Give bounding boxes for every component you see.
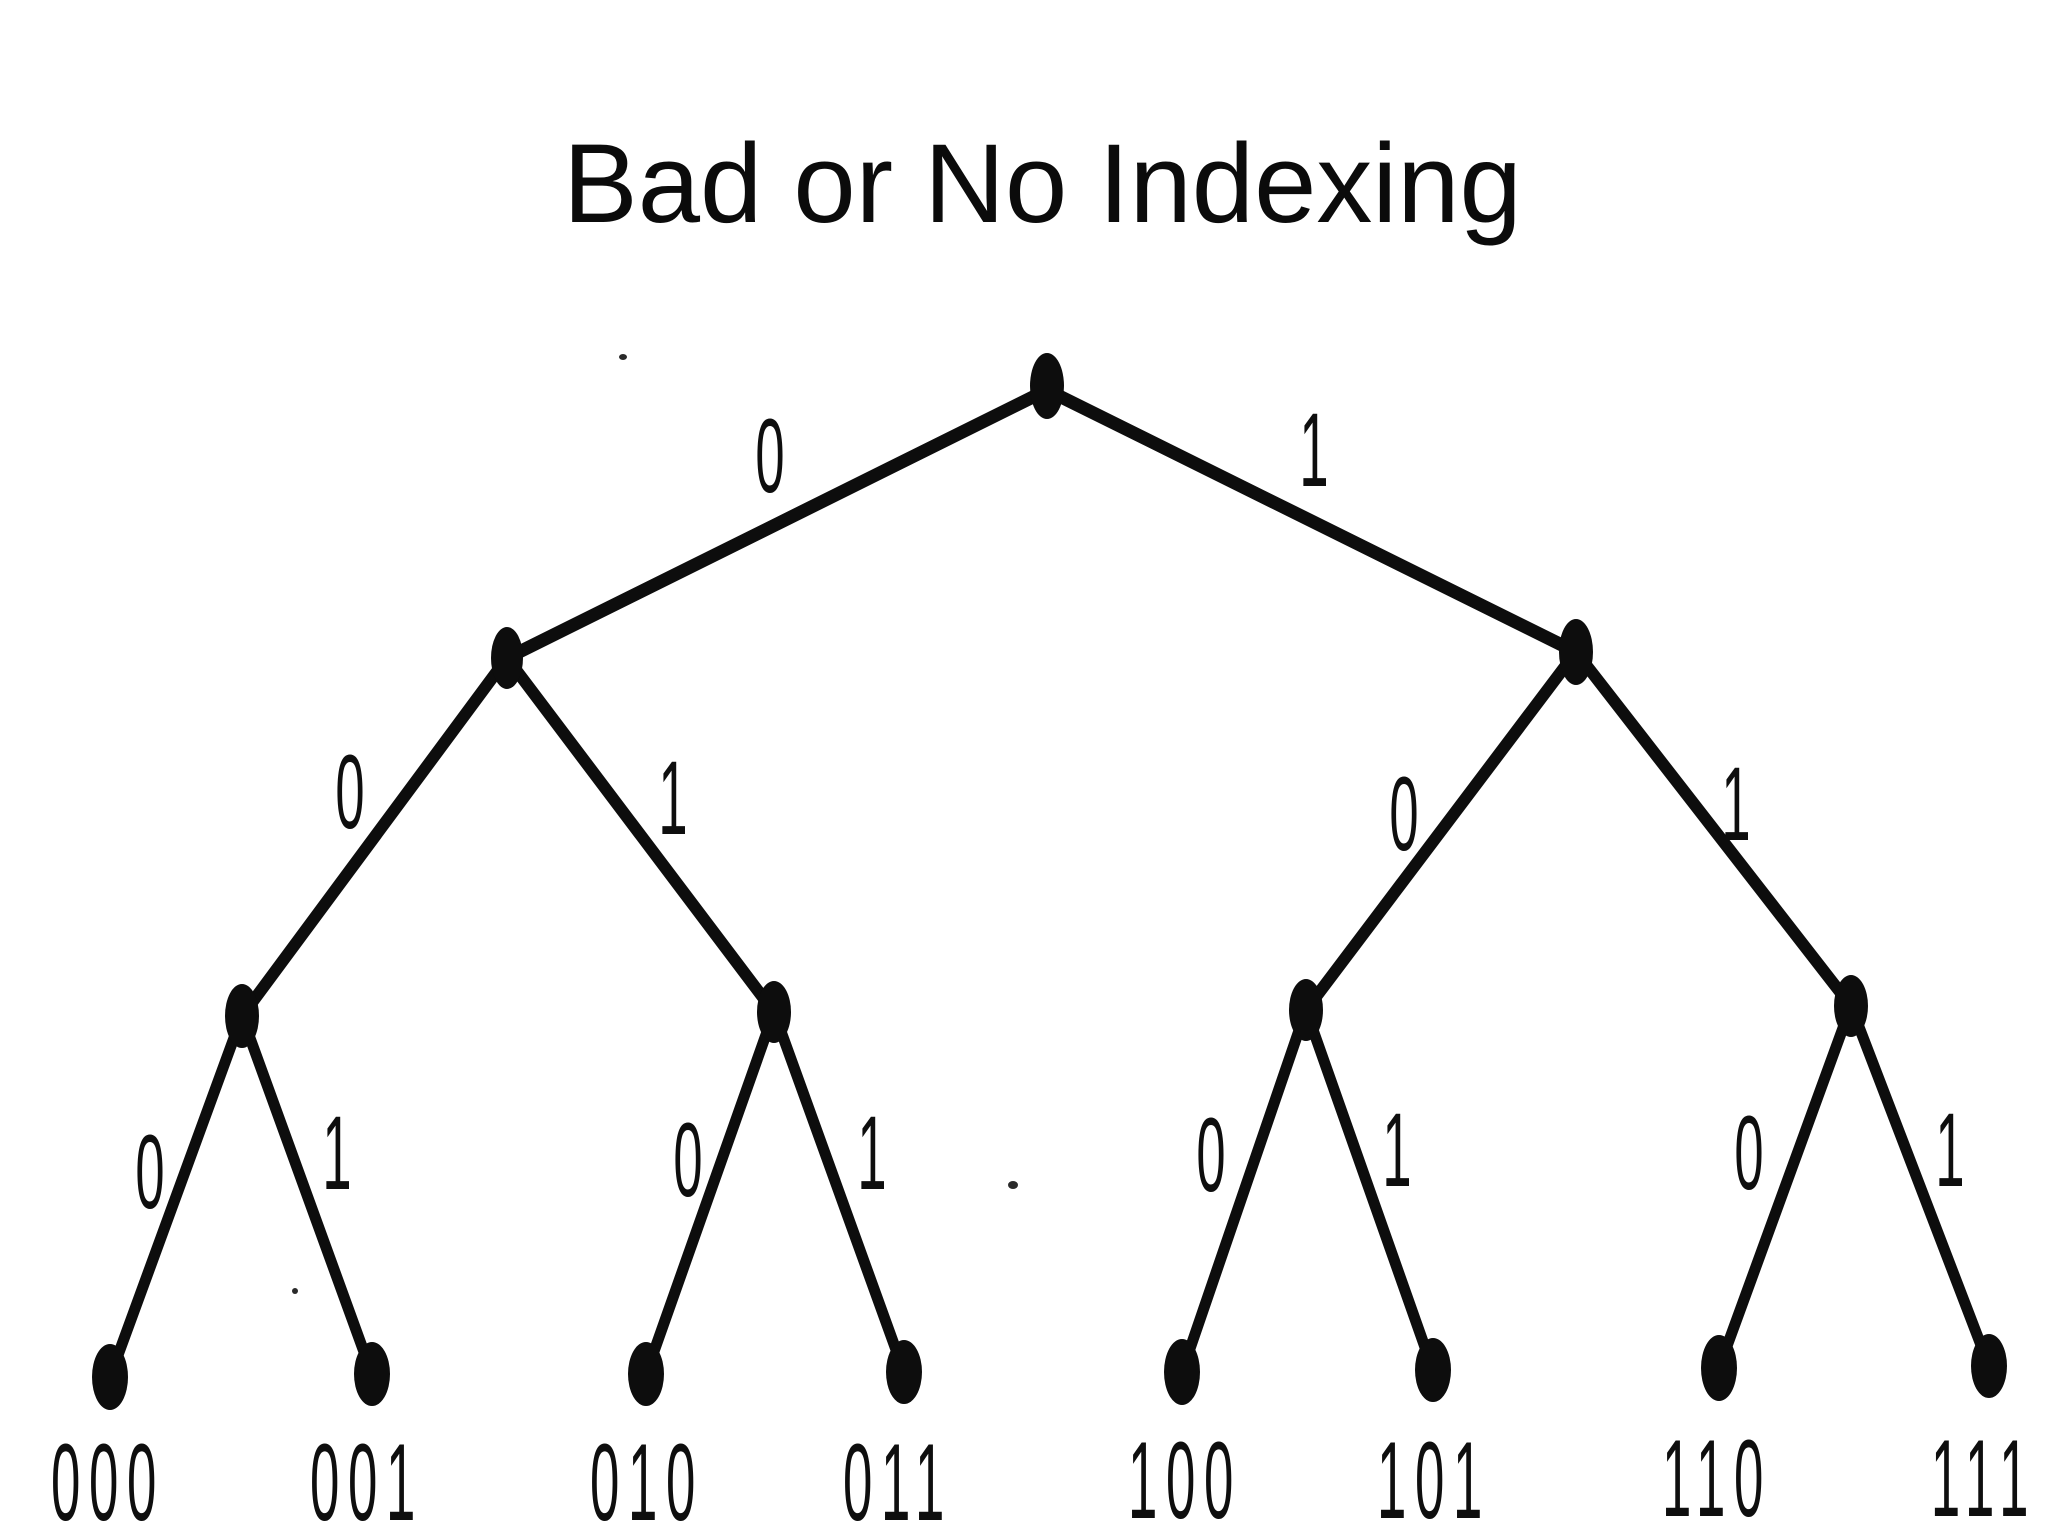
tree-node-10 (1289, 979, 1323, 1041)
edge-label-00-left: 0 (135, 1113, 164, 1231)
edge-label-0-left: 0 (335, 733, 364, 851)
edge-label-01-right: 1 (857, 1094, 886, 1212)
edge-label-00-right: 1 (322, 1094, 351, 1212)
edge-label-1-right: 1 (1721, 745, 1750, 863)
edge-label-root-left: 0 (755, 397, 784, 515)
edge-label-10-left: 0 (1196, 1096, 1225, 1214)
leaf-label-001: 001 (310, 1422, 424, 1535)
tree-node-01 (757, 981, 791, 1043)
edge-00-right (236, 1010, 378, 1380)
leaf-labels: 000 001 010 011 100 101 110 111 (51, 1418, 2037, 1535)
edge-0-right (501, 652, 780, 1018)
tree-node-1 (1559, 619, 1593, 685)
edge-root-left (500, 383, 1054, 665)
edge-labels: 0 1 0 1 0 1 0 1 0 1 0 1 0 1 (135, 391, 1964, 1231)
edge-root-right (1040, 383, 1583, 659)
edge-label-11-right: 1 (1935, 1091, 1964, 1209)
edge-00-left (104, 1010, 248, 1383)
scan-speck (1008, 1181, 1018, 1189)
edge-label-01-left: 0 (673, 1101, 702, 1219)
tree-leaf-node-010 (628, 1342, 664, 1406)
leaf-label-111: 111 (1931, 1418, 2037, 1535)
tree-node-root (1030, 353, 1064, 419)
tree-node-11 (1834, 975, 1868, 1037)
edge-label-0-right: 1 (658, 739, 687, 857)
edge-label-root-right: 1 (1299, 391, 1328, 509)
leaf-label-010: 010 (590, 1422, 704, 1535)
leaf-label-101: 101 (1377, 1420, 1491, 1535)
edge-label-10-right: 1 (1382, 1091, 1411, 1209)
tree-leaf-node-001 (354, 1342, 390, 1406)
edge-01-right (768, 1006, 910, 1378)
edge-01-left (640, 1006, 780, 1380)
tree-leaf-node-110 (1701, 1335, 1737, 1401)
edge-10-left (1176, 1004, 1312, 1378)
scan-artifacts (292, 354, 1018, 1294)
edge-0-left (236, 652, 513, 1022)
leaf-label-100: 100 (1128, 1420, 1242, 1535)
edge-11-left (1713, 1000, 1857, 1374)
tree-leaf-node-100 (1164, 1339, 1200, 1405)
leaf-label-000: 000 (51, 1422, 165, 1535)
edge-11-right (1845, 1000, 1995, 1372)
leaf-label-011: 011 (843, 1422, 953, 1535)
tree-node-0 (491, 627, 523, 689)
edge-label-11-left: 0 (1734, 1094, 1763, 1212)
edge-1-left (1300, 646, 1582, 1016)
scan-speck (292, 1288, 298, 1294)
leaf-label-110: 110 (1662, 1418, 1772, 1535)
edge-10-right (1300, 1004, 1439, 1376)
tree-nodes (92, 353, 2007, 1410)
tree-node-00 (225, 984, 259, 1048)
tree-leaf-node-000 (92, 1344, 128, 1410)
edge-1-right (1570, 646, 1857, 1012)
diagram-title: Bad or No Indexing (563, 121, 1522, 246)
edge-label-1-left: 0 (1389, 755, 1418, 873)
tree-edges (104, 383, 1995, 1383)
tree-leaf-node-111 (1971, 1334, 2007, 1398)
tree-leaf-node-101 (1415, 1338, 1451, 1402)
tree-leaf-node-011 (886, 1340, 922, 1404)
scan-speck (619, 354, 627, 360)
